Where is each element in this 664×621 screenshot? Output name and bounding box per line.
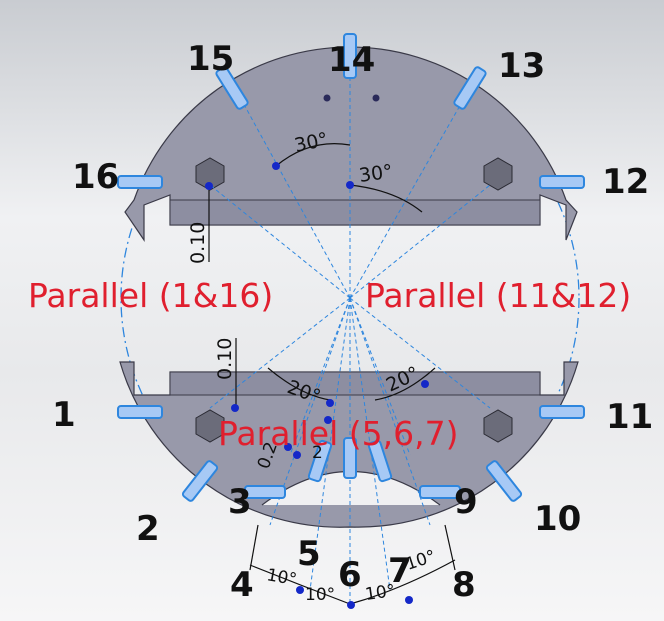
sensor-pad-7 <box>367 439 393 483</box>
dimension-arcs <box>208 143 456 605</box>
sensor-label-2: 2 <box>136 509 160 549</box>
sensor-label-3: 3 <box>228 482 252 522</box>
sensor-label-5: 5 <box>297 534 321 574</box>
dim-small-angle-5[interactable]: 10° <box>305 585 335 605</box>
sensor-pads[interactable] <box>117 33 585 502</box>
sensor-pad-10 <box>485 460 523 502</box>
sensor-pad-12 <box>539 175 585 189</box>
sensor-pad-1 <box>117 405 163 419</box>
sensor-pad-6 <box>343 437 357 479</box>
sensor-pad-5 <box>307 439 333 483</box>
dim-small-angle-7[interactable]: 10° <box>364 581 397 605</box>
hex-nut-bottom-right <box>483 409 513 443</box>
sensor-label-8: 8 <box>452 565 476 605</box>
sensor-label-16: 16 <box>72 157 119 197</box>
dim-small-offset-b[interactable]: 2 <box>312 443 323 463</box>
annotation-parallel-right: Parallel (11&12) <box>365 276 631 315</box>
sensor-pad-9 <box>419 485 461 499</box>
sensor-label-14: 14 <box>328 40 375 80</box>
sensor-label-11: 11 <box>606 397 653 437</box>
sensor-label-4: 4 <box>230 565 254 605</box>
sensor-pad-11 <box>539 405 585 419</box>
sensor-pad-3 <box>244 485 286 499</box>
sensor-pad-15 <box>215 66 249 110</box>
sensor-pad-16 <box>117 175 163 189</box>
hex-nut-top-right <box>483 157 513 191</box>
construction-rays <box>209 40 491 605</box>
sensor-label-15: 15 <box>187 39 234 79</box>
sensor-label-1: 1 <box>52 395 76 435</box>
sensor-label-12: 12 <box>602 162 649 202</box>
hex-nut-top-left <box>195 157 225 191</box>
sensor-label-10: 10 <box>534 499 581 539</box>
annotation-parallel-left: Parallel (1&16) <box>28 276 273 315</box>
dim-offset-top[interactable]: 0.10 <box>187 222 209 264</box>
sensor-label-9: 9 <box>454 482 478 522</box>
annotation-parallel-center: Parallel (5,6,7) <box>218 414 458 453</box>
hex-nut-bottom-left <box>195 409 225 443</box>
dim-small-angle-4[interactable]: 10° <box>265 565 298 590</box>
sensor-label-7: 7 <box>388 551 412 591</box>
sensor-label-13: 13 <box>498 46 545 86</box>
sensor-pad-2 <box>181 460 219 502</box>
sketch-points <box>205 162 429 609</box>
sensor-pad-13 <box>453 66 487 110</box>
sensor-label-6: 6 <box>338 555 362 595</box>
dim-offset-bottom[interactable]: 0.10 <box>214 338 236 380</box>
construction-circle[interactable] <box>120 68 580 528</box>
dim-top-angle-right[interactable]: 30° <box>358 160 394 186</box>
sensor-pad-14 <box>343 33 357 79</box>
